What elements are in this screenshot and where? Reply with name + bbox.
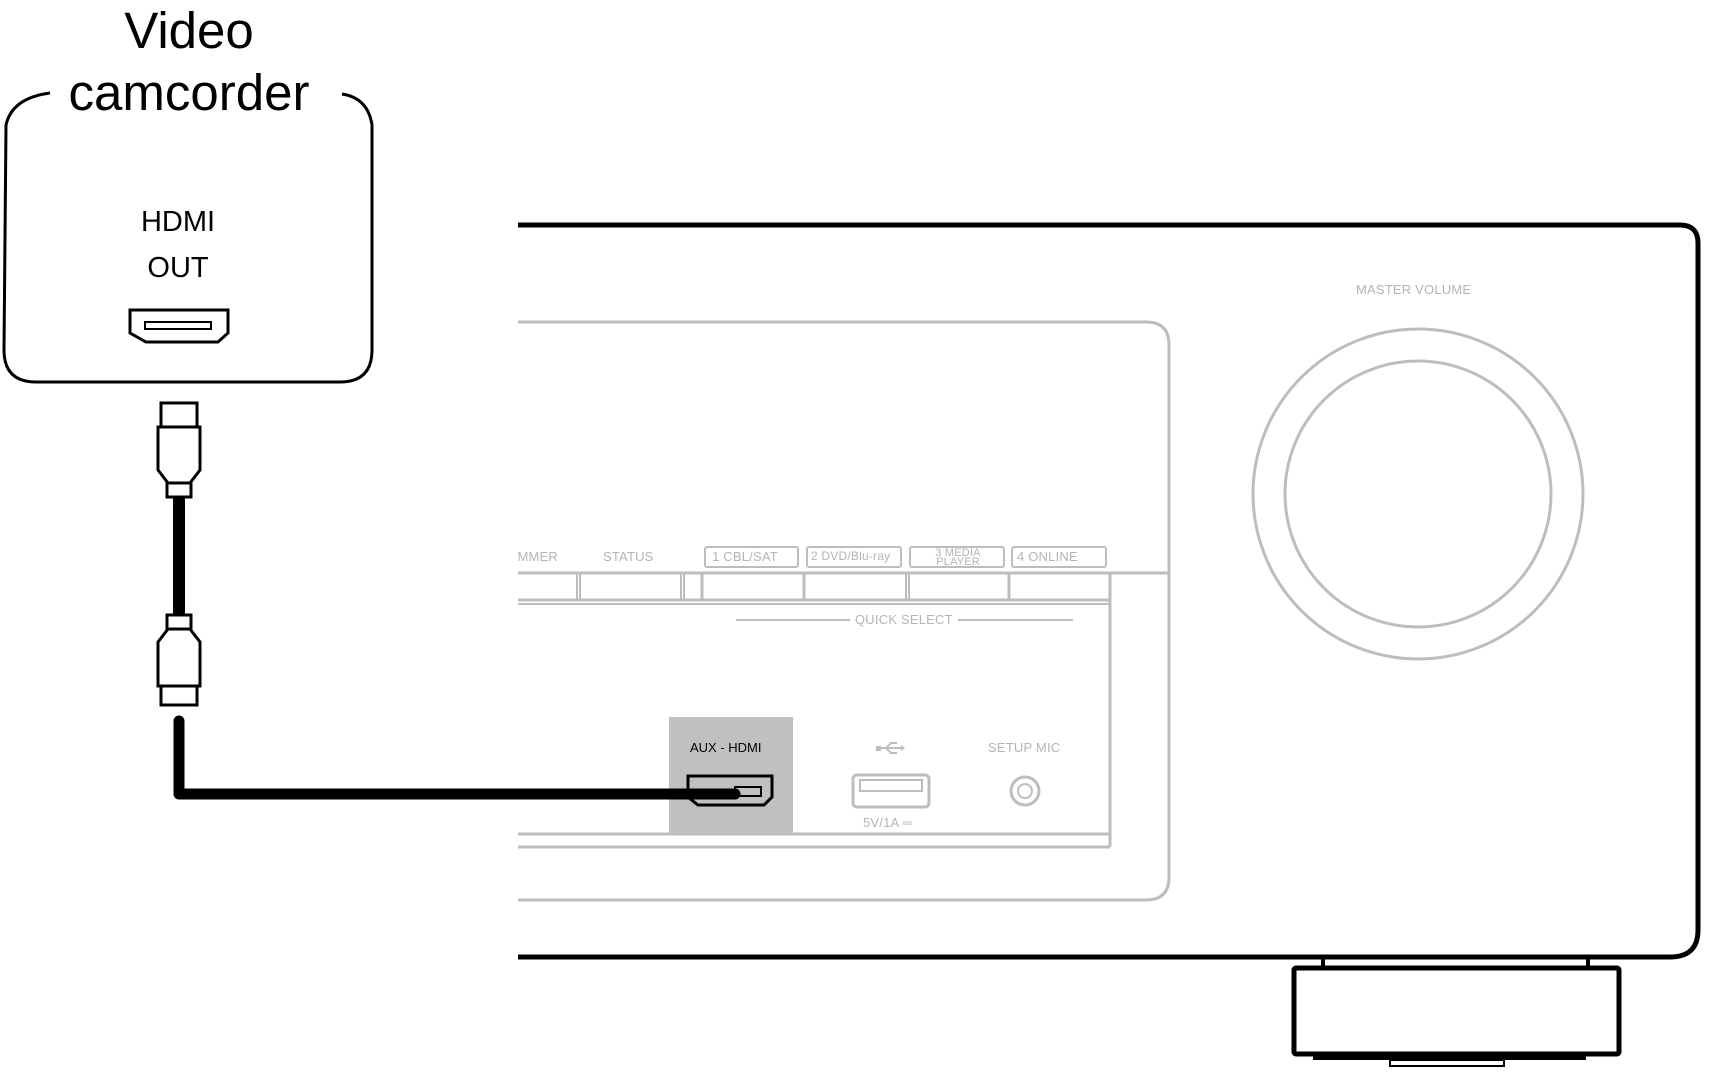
receiver-body bbox=[518, 222, 1701, 960]
hdmi-plug-icon bbox=[156, 401, 202, 499]
setup-mic-jack[interactable] bbox=[1009, 775, 1041, 807]
device-title-line2: camcorder bbox=[68, 64, 310, 121]
hdmi-out-label-line2: OUT bbox=[147, 252, 209, 284]
quick-select-label: QUICK SELECT bbox=[855, 612, 953, 627]
usb-port[interactable] bbox=[851, 773, 931, 809]
hdmi-plug-icon bbox=[156, 613, 202, 707]
button-label-online[interactable]: 4 ONLINE bbox=[1017, 549, 1078, 564]
button-label-cbl-sat[interactable]: 1 CBL/SAT bbox=[712, 549, 778, 564]
button-label-media-player[interactable]: 3 MEDIA PLAYER bbox=[935, 547, 981, 568]
usb-rating-label: 5V/1A ═ bbox=[863, 815, 912, 830]
setup-mic-label: SETUP MIC bbox=[988, 740, 1061, 755]
front-panel bbox=[518, 320, 1171, 902]
usb-icon bbox=[876, 742, 905, 754]
button-label-dvd-bluray[interactable]: 2 DVD/Blu-ray bbox=[811, 549, 891, 563]
aux-hdmi-label: AUX - HDMI bbox=[690, 740, 762, 755]
hdmi-out-label-line1: HDMI bbox=[140, 206, 216, 238]
button-label-status[interactable]: STATUS bbox=[603, 549, 654, 564]
button-label-dimmer[interactable]: IMMER bbox=[518, 549, 558, 564]
receiver-foot bbox=[1291, 957, 1622, 1067]
device-title-line1: Video bbox=[124, 2, 254, 59]
master-volume-knob[interactable] bbox=[1251, 327, 1585, 661]
hdmi-cable bbox=[173, 715, 741, 800]
hdmi-port-icon bbox=[128, 308, 230, 344]
master-volume-label: MASTER VOLUME bbox=[1356, 282, 1472, 297]
camcorder-outline bbox=[2, 91, 374, 384]
cable-segment bbox=[173, 497, 185, 615]
